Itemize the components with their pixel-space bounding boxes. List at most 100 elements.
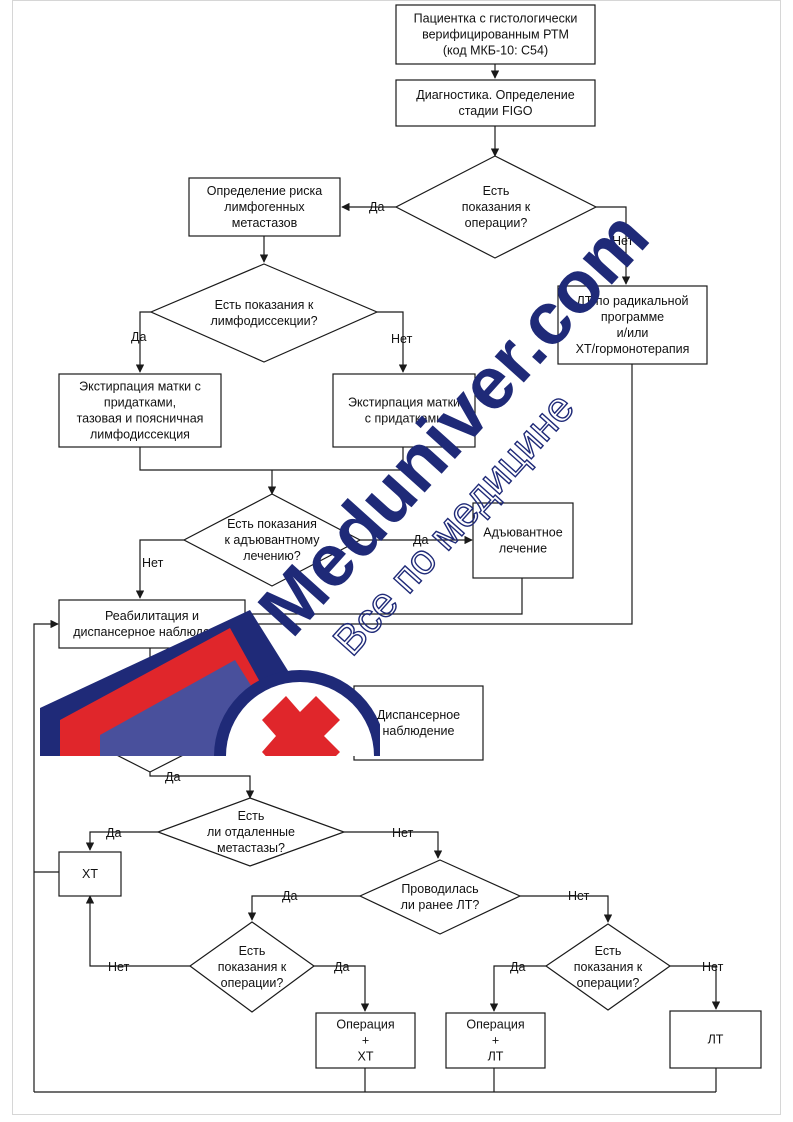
n4-line-1: программе: [601, 310, 664, 324]
watermark-brand: Meduniver.com: [242, 195, 664, 651]
d3-line-2: лечению?: [243, 549, 301, 563]
d8-line-1: показания к: [574, 960, 643, 974]
label-no-d1: Нет: [612, 234, 634, 248]
edge-n4-n8: [244, 364, 633, 629]
n11-line-1: +: [362, 1034, 369, 1048]
n4-line-3: ХТ/гормонотерапия: [576, 342, 690, 356]
n1-line-0: Пациентка с гистологически: [414, 12, 578, 26]
n12-line-0: Операция: [466, 1018, 524, 1032]
n6-line-1: с придатками: [365, 412, 443, 426]
start-box: Пациентка с гистологически верифицированн…: [395, 4, 596, 65]
rehab-box: Реабилитация и диспансерное наблюдение: [58, 599, 246, 649]
edge-d8-n12: [489, 965, 546, 1012]
edge-d7-n10: [85, 895, 190, 967]
d1-line-0: Есть: [483, 184, 510, 198]
edge-d6-d7: [247, 895, 360, 921]
edge-n7-n8: [245, 578, 523, 615]
n8-line-0: Реабилитация и: [105, 609, 199, 623]
d5-line-2: метастазы?: [217, 841, 285, 855]
edge-d2-n5: [135, 311, 151, 373]
extirpation-lymph-box: Экстирпация матки с придатками, тазовая и …: [58, 373, 222, 448]
diagnostics-box: Диагностика. Определение стадии FIGO: [395, 79, 596, 127]
n12-line-1: +: [492, 1034, 499, 1048]
label-yes-d8: Да: [510, 960, 525, 974]
n12-line-2: ЛТ: [488, 1050, 504, 1064]
n3-line-1: лимфогенных: [224, 200, 305, 214]
metastases-decision: Есть ли отдаленные метастазы?: [156, 797, 346, 867]
edge-d2-n6: [377, 311, 408, 373]
edge-bottom-loop: [33, 624, 717, 1093]
d2-line-1: лимфодиссекции?: [210, 314, 317, 328]
n7-line-0: Адъювантное: [483, 526, 562, 540]
d7-line-1: показания к: [218, 960, 287, 974]
label-no-d5: Нет: [392, 826, 414, 840]
d1-line-2: операции?: [465, 216, 528, 230]
lymphadenectomy-decision: Есть показания к лимфодиссекции?: [149, 263, 379, 363]
n4-line-0: ЛТ по радикальной: [576, 294, 688, 308]
d7-line-2: операции?: [221, 976, 284, 990]
label-yes-d2: Да: [131, 330, 146, 344]
d6-line-1: ли ранее ЛТ?: [401, 898, 480, 912]
d1-line-1: показания к: [462, 200, 531, 214]
label-yes-d6: Да: [282, 889, 297, 903]
edge-d6-d8: [520, 895, 613, 923]
edge-d3-n8: [135, 539, 184, 599]
rt-box: ЛТ: [669, 1010, 762, 1069]
n7-line-1: лечение: [499, 542, 547, 556]
n2-line-1: стадии FIGO: [458, 104, 532, 118]
n3-line-2: метастазов: [232, 216, 298, 230]
label-yes-d1: Да: [369, 200, 384, 214]
n5-line-0: Экстирпация матки с: [79, 380, 201, 394]
n13-line-0: ЛТ: [708, 1033, 724, 1047]
edge-d1-n4: [596, 206, 631, 285]
label-no-d2: Нет: [391, 332, 413, 346]
adjuvant-box: Адъювантное лечение: [472, 502, 574, 579]
d2-line-0: Есть показания к: [215, 298, 314, 312]
d6-line-0: Проводилась: [401, 882, 478, 896]
surgery-chemo-box: Операция + ХТ: [315, 1012, 416, 1069]
n8-line-1: диспансерное наблюдение: [73, 625, 231, 639]
d8-line-2: операции?: [577, 976, 640, 990]
surgery-indication-decision-2: Есть показания к операции?: [188, 921, 316, 1013]
watermark-logo-icon: [40, 610, 380, 756]
radiotherapy-box: ЛТ по радикальной программе и/илиХТ/гормон…: [557, 285, 708, 365]
lymph-risk-box: Определение риска лимфогенных метастазов: [188, 177, 341, 237]
d5-line-0: Есть: [238, 809, 265, 823]
n5-line-2: тазовая и поясничная: [77, 412, 204, 426]
n4-line-2: и/или: [617, 326, 649, 340]
surgery-rt-box: Операция + ЛТ: [445, 1012, 546, 1069]
d3-line-1: к адъювантному: [224, 533, 320, 547]
n9-line-1: наблюдение: [383, 724, 455, 738]
n1-line-1: верифицированным РТМ: [422, 28, 569, 42]
edge-d5-d6: [344, 831, 443, 859]
label-no-d7: Нет: [108, 960, 130, 974]
label-yes-d3: Да: [413, 533, 428, 547]
label-no-d3: Нет: [142, 556, 164, 570]
n5-line-3: лимфодиссекция: [90, 428, 190, 442]
n6-line-0: Экстирпация матки: [348, 396, 460, 410]
chemo-box: ХТ: [58, 851, 122, 897]
surgery-indication-decision: Есть показания к операции?: [394, 155, 598, 259]
n11-line-0: Операция: [336, 1018, 394, 1032]
n5-line-1: придатками,: [104, 396, 176, 410]
n3-line-0: Определение риска: [207, 184, 322, 198]
label-yes-d4: Да: [165, 770, 180, 784]
n11-line-2: ХТ: [358, 1050, 374, 1064]
label-no-d8: Нет: [702, 960, 724, 974]
edge-d8-n13: [670, 965, 721, 1010]
n1-line-2: (код МКБ-10: C54): [443, 44, 548, 58]
d5-line-1: ли отдаленные: [207, 825, 295, 839]
surgery-indication-decision-3: Есть показания к операции?: [544, 923, 672, 1011]
d8-line-0: Есть: [595, 944, 622, 958]
d7-line-0: Есть: [239, 944, 266, 958]
adjuvant-decision: Есть показания к адъювантному лечению?: [182, 493, 362, 587]
extirpation-box: Экстирпация матки с придатками: [332, 373, 476, 448]
label-no-d6: Нет: [568, 889, 590, 903]
n10-line-0: ХТ: [82, 867, 98, 881]
n9-line-0: Диспансерное: [377, 708, 460, 722]
label-yes-d7: Да: [334, 960, 349, 974]
prior-rt-decision: Проводилась ли ранее ЛТ?: [358, 859, 522, 935]
n2-line-0: Диагностика. Определение: [416, 88, 574, 102]
d3-line-0: Есть показания: [227, 517, 317, 531]
